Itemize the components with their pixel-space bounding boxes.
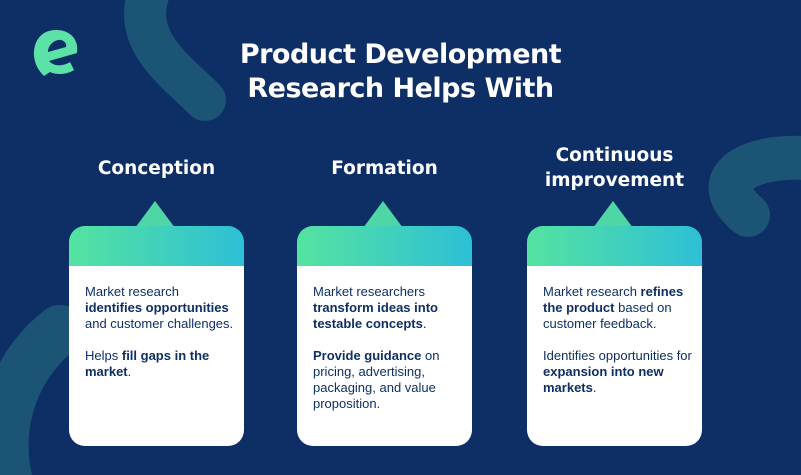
text-run: and customer challenges. xyxy=(85,316,234,331)
text-run: on pricing, advertising, packaging, and … xyxy=(313,348,440,411)
emphasis-text: fill gaps in the market xyxy=(85,348,210,379)
card-paragraph: Helps fill gaps in the market. xyxy=(85,348,235,380)
title-line-1: Product Development xyxy=(239,39,562,70)
card-paragraph: Market research identifies opportunities… xyxy=(85,284,235,332)
card-text: Market researchers transform ideas into … xyxy=(313,284,463,428)
text-run: Market research xyxy=(543,284,641,299)
text-run: Market researchers xyxy=(313,284,425,299)
heading-line-2: improvement xyxy=(544,170,685,191)
emphasis-text: refines the product xyxy=(543,284,684,315)
card-header-band xyxy=(297,226,472,268)
emphasis-text: expansion into new markets xyxy=(543,364,664,395)
text-run: . xyxy=(422,316,427,331)
text-run: Identifies opportunities for xyxy=(543,348,692,363)
e-logo-icon xyxy=(33,30,78,76)
heading-line-1: Continuous xyxy=(555,145,674,166)
text-run: . xyxy=(127,364,132,379)
card-header-band xyxy=(69,226,244,268)
card-header-band xyxy=(527,226,702,268)
heading-continuous-improvement: Continuous improvement xyxy=(527,143,702,193)
text-run: . xyxy=(592,380,597,395)
card-continuous-improvement: Market research refines the product base… xyxy=(527,201,702,446)
card-pointer xyxy=(363,201,403,228)
card-pointer xyxy=(135,201,175,228)
card-pointer xyxy=(593,201,633,228)
text-run: Helps xyxy=(85,348,122,363)
card-text: Market research identifies opportunities… xyxy=(85,284,235,396)
card-paragraph: Market research refines the product base… xyxy=(543,284,693,332)
title-line-2: Research Helps With xyxy=(247,73,554,104)
emphasis-text: identifies opportunities xyxy=(85,300,229,315)
emphasis-text: Provide guidance xyxy=(313,348,422,363)
card-body xyxy=(297,266,472,446)
card-text: Market research refines the product base… xyxy=(543,284,693,412)
card-conception: Market research identifies opportunities… xyxy=(69,201,244,446)
heading-formation: Formation xyxy=(331,158,438,179)
card-formation: Market researchers transform ideas into … xyxy=(297,201,472,446)
card-paragraph: Identifies opportunities for expansion i… xyxy=(543,348,693,396)
card-body xyxy=(527,266,702,446)
card-paragraph: Market researchers transform ideas into … xyxy=(313,284,463,332)
text-run: based on customer feedback. xyxy=(543,300,672,331)
text-run: Market research xyxy=(85,284,179,299)
heading-conception: Conception xyxy=(97,158,216,179)
card-body xyxy=(69,266,244,446)
emphasis-text: transform ideas into testable concepts xyxy=(313,300,438,331)
card-paragraph: Provide guidance on pricing, advertising… xyxy=(313,348,463,412)
page-title: Product Development Research Helps With xyxy=(0,38,801,106)
